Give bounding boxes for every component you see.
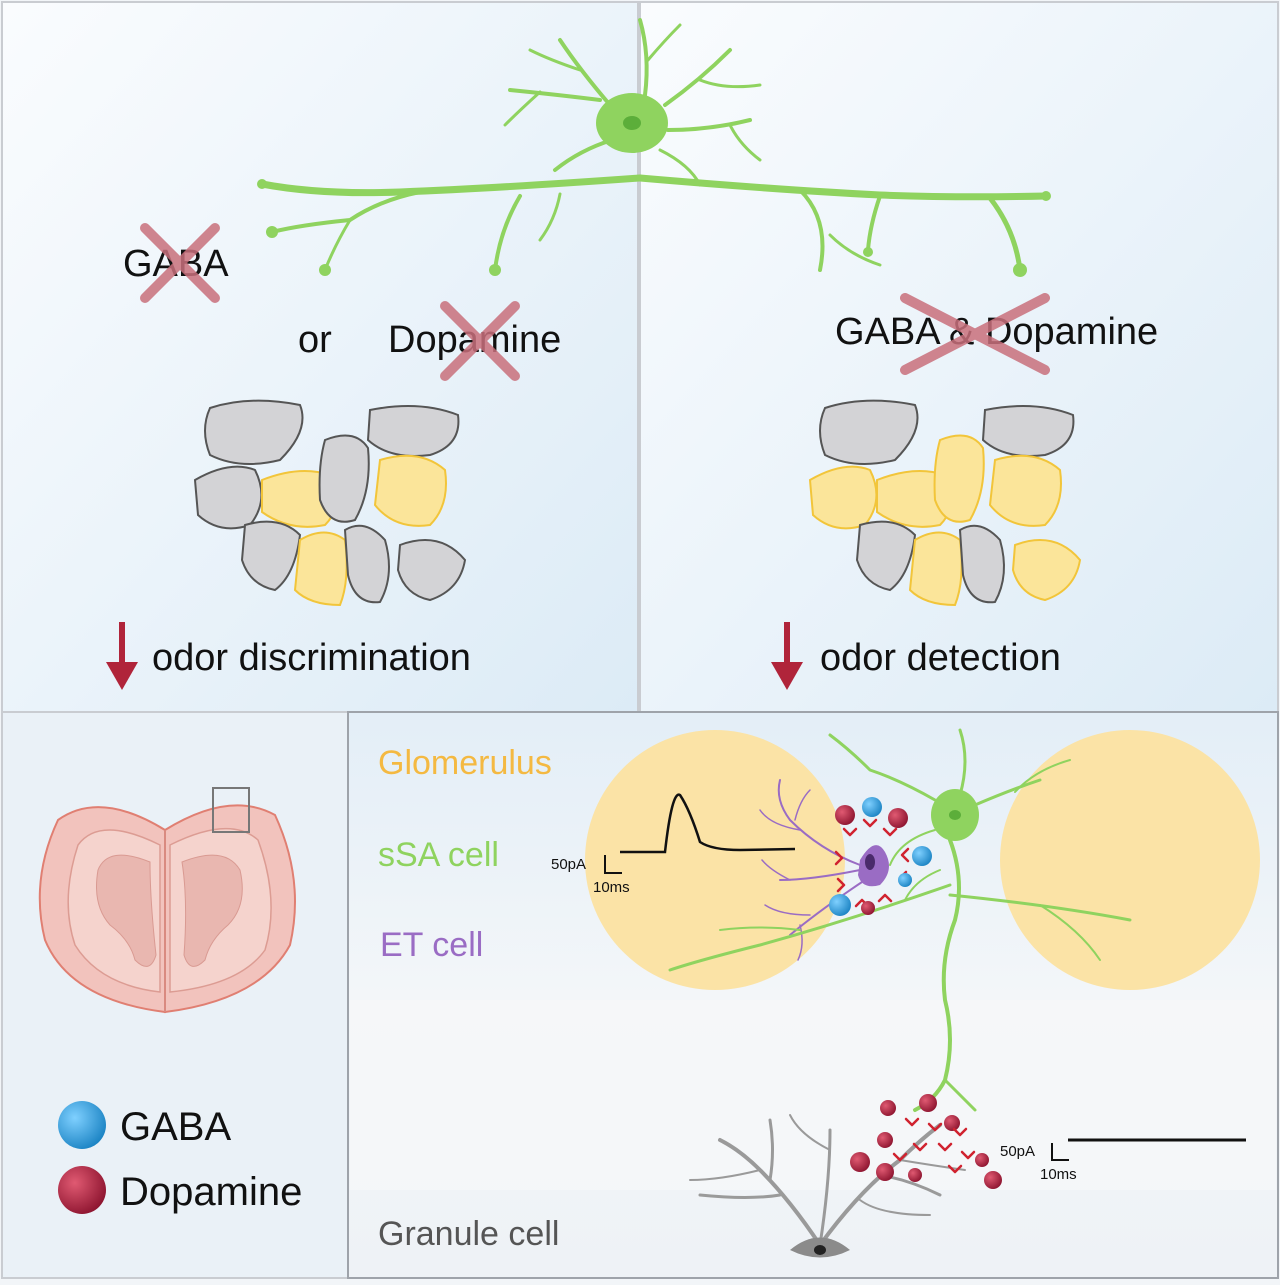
scale2-time: 10ms bbox=[1040, 1166, 1077, 1183]
label-granule-cell: Granule cell bbox=[378, 1215, 559, 1253]
outcome-detection: odor detection bbox=[820, 637, 1061, 679]
scale-bar-2 bbox=[1051, 1143, 1069, 1161]
zoom-box bbox=[212, 787, 250, 833]
legend-dopamine-marker bbox=[58, 1166, 106, 1214]
label-et-cell: ET cell bbox=[380, 926, 483, 964]
scale1-time: 10ms bbox=[593, 879, 630, 896]
label-glomerulus: Glomerulus bbox=[378, 744, 552, 782]
granule-nucleus bbox=[814, 1245, 826, 1255]
scale-bar-1 bbox=[604, 855, 622, 874]
granule-cell-dendrites bbox=[689, 1114, 966, 1247]
down-arrow-right bbox=[771, 622, 803, 690]
cross-gaba bbox=[140, 223, 220, 303]
legend-dopamine-label: Dopamine bbox=[120, 1170, 302, 1214]
glomeruli-cluster-right bbox=[808, 399, 1082, 607]
down-arrow-left bbox=[106, 622, 138, 690]
label-or: or bbox=[298, 319, 332, 361]
ssa-nucleus-top bbox=[623, 116, 641, 130]
layer-band bbox=[350, 1000, 1276, 1190]
scale2-current: 50pA bbox=[1000, 1143, 1035, 1160]
glomerulus-right bbox=[1000, 730, 1260, 990]
trace-ipsc bbox=[620, 793, 796, 854]
receptors-granule bbox=[892, 1117, 976, 1174]
label-ssa-cell: sSA cell bbox=[378, 836, 499, 874]
cross-gaba-dopamine bbox=[900, 293, 1050, 375]
cross-dopamine bbox=[440, 301, 520, 381]
legend-gaba-label: GABA bbox=[120, 1105, 231, 1149]
olfactory-bulb-section bbox=[38, 787, 296, 1014]
et-cell-nucleus bbox=[865, 854, 875, 870]
panel-top-right bbox=[639, 1, 1279, 713]
ssa-neuron-top bbox=[258, 18, 1050, 273]
glomeruli-cluster-left bbox=[193, 399, 467, 607]
ssa-nucleus-bottom bbox=[949, 810, 961, 820]
vesicles-glomerulus bbox=[829, 797, 932, 916]
glomerulus-left bbox=[585, 730, 845, 990]
dendrite-terminals-top bbox=[257, 179, 1051, 277]
outcome-discrimination: odor discrimination bbox=[152, 637, 471, 679]
legend-gaba-marker bbox=[58, 1101, 106, 1149]
vesicles-granule bbox=[850, 1094, 1002, 1189]
scale1-current: 50pA bbox=[551, 856, 586, 873]
ssa-cell-bottom-processes bbox=[668, 728, 1132, 1112]
